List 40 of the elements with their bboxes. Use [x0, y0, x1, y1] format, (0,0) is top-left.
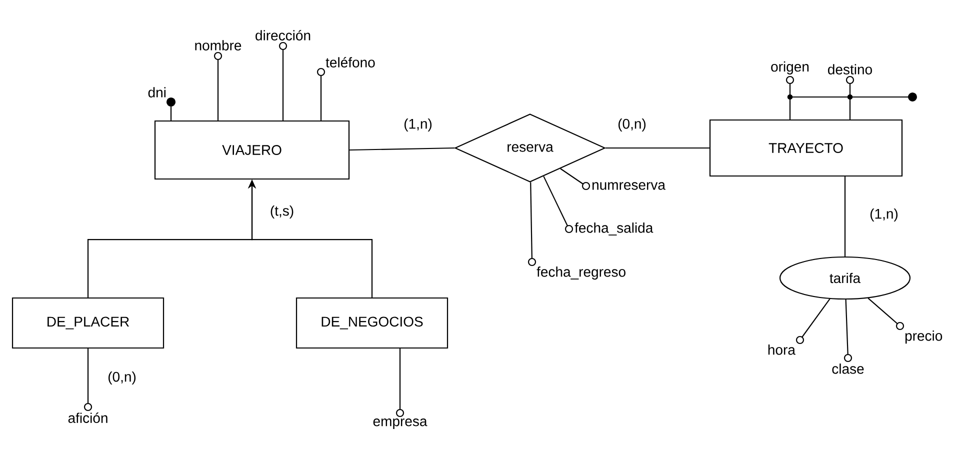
attribute-label: fecha_regreso: [536, 266, 626, 280]
cardinality-label: (0,n): [616, 117, 648, 133]
attribute-connector: [214, 52, 222, 120]
attribute-connector: [278, 42, 288, 120]
connector-line: [350, 147, 454, 151]
entity-box: DE_NEGOCIOS: [296, 297, 448, 349]
attribute-label: clase: [832, 364, 864, 374]
entity-box: VIAJERO: [154, 120, 350, 180]
attribute-connector: [796, 298, 830, 344]
attribute-label: hora: [768, 344, 796, 355]
attribute-connector: [528, 182, 536, 266]
attribute-connector: [84, 348, 92, 412]
attribute-label: dirección: [256, 30, 310, 40]
cardinality-label: (1,n): [868, 207, 900, 223]
attribute-label: teléfono: [326, 57, 375, 68]
attribute-label: empresa: [373, 418, 428, 429]
attribute-connector: [396, 348, 404, 418]
entity-box: TRAYECTO: [709, 119, 903, 177]
attribute-label: afición: [68, 412, 108, 423]
attribute-connector: [543, 176, 574, 234]
attribute-label: precio: [905, 330, 942, 344]
attribute-label: destino: [828, 64, 872, 74]
attribute-label: numreserva: [592, 182, 666, 190]
attribute-connector: [846, 76, 854, 120]
attribute-label: origen: [771, 61, 809, 74]
connector-line: [606, 147, 710, 149]
attribute-connector: [844, 300, 852, 362]
cardinality-label: (1,n): [402, 117, 434, 133]
attribute-connector: [786, 76, 794, 120]
connector-line: [844, 176, 846, 256]
attribute-connector: [166, 97, 176, 120]
cardinality-label: (0,n): [106, 370, 138, 386]
attribute-label: nombre: [195, 40, 242, 50]
attribute-connector: [868, 298, 904, 330]
entity-box: DE_PLACER: [12, 297, 164, 349]
attribute-label: fecha_salida: [574, 222, 654, 236]
attribute-connector: [316, 68, 326, 120]
attribute-label: dni: [148, 87, 166, 98]
coverage-label: (t,s): [270, 205, 294, 219]
attribute-connector: [560, 168, 590, 190]
